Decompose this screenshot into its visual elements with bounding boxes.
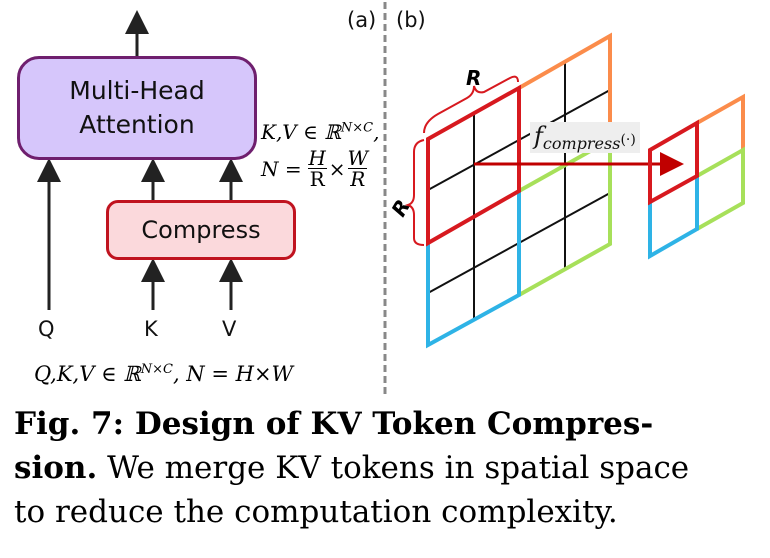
caption-title-line1: Fig. 7: Design of KV Token Compres- [14,406,654,442]
kv-shape-annotation: K,V ∈ ℝN×C, [261,120,380,144]
panel-a-label: (a) [347,8,377,32]
qkv-shape-annotation: Q,K,V ∈ ℝN×C, N = H×W [34,362,294,386]
small-grid-red [648,119,699,206]
v-label: V [222,317,237,341]
figure-caption: Fig. 7: Design of KV Token Compres- sion… [14,402,754,534]
small-grid-orange [696,93,745,150]
multi-head-attention-box: Multi-Head Attention [17,56,257,160]
brace-left [404,139,425,246]
k-label: K [144,317,158,341]
big-grid-blue-quadrant [426,191,521,349]
small-grid-blue [648,176,699,260]
caption-text-line3: to reduce the computation complexity. [14,494,618,530]
brace-top-label: R [466,66,482,90]
panel-b-label: (b) [396,8,426,32]
caption-title-line2: sion. [14,450,98,486]
big-grid-red-quadrant [426,84,521,247]
compress-box: Compress [106,200,296,260]
brace-top [423,75,519,134]
panel-b-grids [404,32,745,349]
panel-divider [383,2,387,398]
small-grid-green [696,146,745,231]
q-label: Q [38,317,55,341]
compress-function-label: fcompress(·) [530,122,640,153]
caption-text-line2: We merge KV tokens in spatial space [97,450,690,486]
mha-line2: Attention [79,110,195,139]
big-grid-orange-quadrant [518,32,612,140]
panel-a-arrows [37,10,243,310]
n-equation: N = H R × W R [261,146,369,191]
mha-line1: Multi-Head [69,76,205,105]
